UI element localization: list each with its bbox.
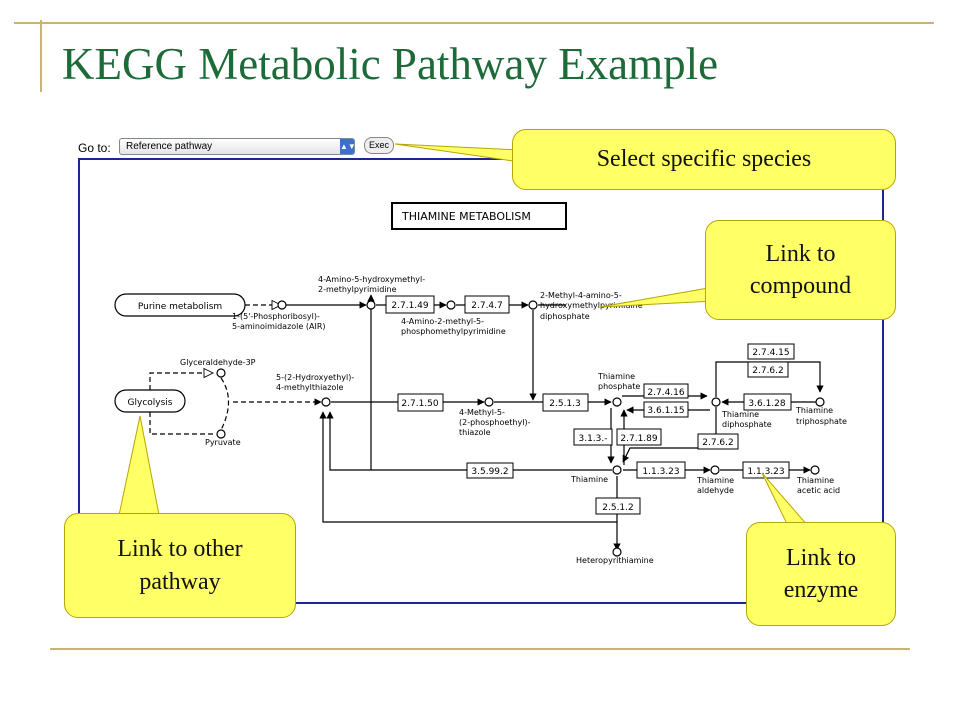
select-arrow-icon[interactable]: ▲▼: [340, 139, 356, 154]
callout-species-text: Select specific species: [596, 146, 812, 173]
compound-hmpp-1[interactable]: 4-Amino-2-methyl-5-: [401, 317, 484, 326]
enzyme-1-1-3-23-a[interactable]: 1.1.3.23: [642, 467, 679, 477]
enzyme-3-6-1-15[interactable]: 3.6.1.15: [647, 406, 684, 416]
species-select[interactable]: Reference pathway ▲▼: [119, 138, 356, 155]
map-title: THIAMINE METABOLISM: [401, 210, 531, 223]
callout-pointers: [117, 143, 817, 535]
pathway-purine[interactable]: Purine metabolism: [138, 302, 222, 312]
species-select-value: Reference pathway: [126, 141, 213, 152]
compound-g3p[interactable]: Glyceraldehyde-3P: [180, 358, 256, 367]
compound-tmp-2[interactable]: phosphate: [598, 382, 640, 391]
callout-pathway-line2: pathway: [139, 568, 221, 595]
enzyme-2-5-1-2[interactable]: 2.5.1.2: [602, 503, 634, 513]
compound-tmp-1[interactable]: Thiamine: [597, 372, 635, 381]
callout-link-enzyme: Link to enzyme: [746, 522, 896, 626]
enzyme-2-7-1-50[interactable]: 2.7.1.50: [401, 399, 438, 409]
enzyme-2-7-4-16[interactable]: 2.7.4.16: [647, 388, 684, 398]
compound-pyruvate[interactable]: Pyruvate: [205, 438, 241, 447]
enzyme-2-7-1-89[interactable]: 2.7.1.89: [620, 434, 657, 444]
decorative-top-line: [14, 22, 934, 24]
enzyme-2-7-6-2-b[interactable]: 2.7.6.2: [702, 438, 734, 448]
compound-hmt-2[interactable]: 4-methylthiazole: [276, 383, 344, 392]
compound-ttp-1[interactable]: Thiamine: [795, 406, 833, 415]
compound-heteropyrithiamine[interactable]: Heteropyrithiamine: [576, 556, 654, 565]
callout-pathway-line1: Link to other: [117, 536, 243, 563]
compound-ttp-2[interactable]: triphosphate: [796, 417, 847, 426]
compound-hmtp-1[interactable]: 4-Methyl-5-: [459, 408, 505, 417]
callout-select-species: Select specific species: [512, 129, 896, 190]
enzyme-2-7-4-15[interactable]: 2.7.4.15: [752, 348, 789, 358]
compound-hmpp-2[interactable]: phosphomethylpyrimidine: [401, 327, 506, 336]
enzyme-1-1-3-23-b[interactable]: 1.1.3.23: [747, 467, 784, 477]
compound-tacid-1[interactable]: Thiamine: [796, 476, 834, 485]
enzyme-boxes: [385, 295, 795, 515]
compound-hmppp-3[interactable]: diphosphate: [540, 312, 590, 321]
enzyme-2-7-6-2-a[interactable]: 2.7.6.2: [752, 366, 784, 376]
callout-link-pathway: Link to other pathway: [64, 513, 296, 618]
callout-compound-line2: compound: [749, 273, 852, 299]
slide-title: KEGG Metabolic Pathway Example: [62, 39, 719, 89]
compound-hmppp-1[interactable]: 2-Methyl-4-amino-5-: [540, 291, 622, 300]
compound-air-1[interactable]: 1-(5'-Phosphoribosyl)-: [232, 312, 320, 321]
compound-tald-1[interactable]: Thiamine: [696, 476, 734, 485]
compound-hmp-1[interactable]: 4-Amino-5-hydroxymethyl-: [318, 275, 425, 284]
compound-thiamine[interactable]: Thiamine: [570, 475, 608, 484]
goto-label: Go to:: [78, 141, 111, 155]
enzyme-3-5-99-2[interactable]: 3.5.99.2: [471, 467, 508, 477]
decorative-bottom-line: [50, 648, 910, 650]
compound-hmp-2[interactable]: 2-methylpyrimidine: [318, 285, 397, 294]
compound-tald-2[interactable]: aldehyde: [697, 486, 734, 495]
compound-tpp-1[interactable]: Thiamine: [721, 410, 759, 419]
enzyme-3-1-3[interactable]: 3.1.3.-: [578, 434, 607, 444]
callout-compound-line1: Link to: [765, 240, 836, 267]
enzyme-2-7-1-49[interactable]: 2.7.1.49: [391, 301, 428, 311]
exec-button[interactable]: Exec: [364, 137, 394, 154]
enzyme-2-5-1-3[interactable]: 2.5.1.3: [549, 399, 581, 409]
compound-air-2[interactable]: 5-aminoimidazole (AIR): [232, 322, 326, 331]
compound-hmtp-2[interactable]: (2-phosphoethyl)-: [459, 418, 531, 427]
compound-tacid-2[interactable]: acetic acid: [797, 486, 840, 495]
enzyme-3-6-1-28[interactable]: 3.6.1.28: [748, 399, 785, 409]
callout-enzyme-line1: Link to: [786, 544, 856, 571]
compound-hmt-1[interactable]: 5-(2-Hydroxyethyl)-: [276, 373, 354, 382]
callout-enzyme-line2: enzyme: [783, 577, 859, 603]
enzyme-2-7-4-7[interactable]: 2.7.4.7: [471, 301, 503, 311]
callout-link-compound: Link to compound: [705, 220, 896, 320]
compound-hmppp-2[interactable]: hydroxymethylpyrimidine: [540, 301, 643, 310]
compound-hmtp-3[interactable]: thiazole: [459, 428, 491, 437]
compound-tpp-2[interactable]: diphosphate: [722, 420, 772, 429]
decorative-left-line: [40, 20, 42, 92]
pathway-glycolysis[interactable]: Glycolysis: [128, 398, 173, 408]
